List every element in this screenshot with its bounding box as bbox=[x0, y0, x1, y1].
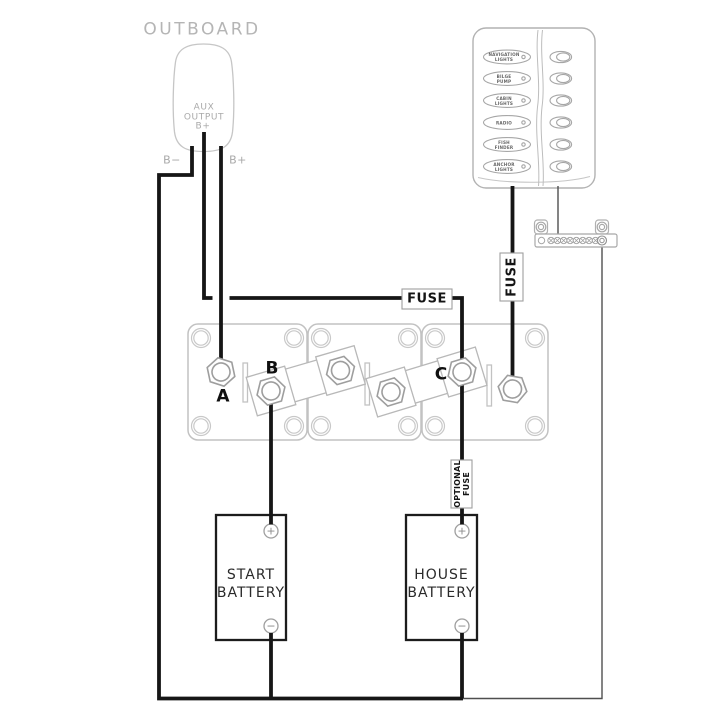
stud-b bbox=[256, 376, 286, 406]
start-neg-symbol: − bbox=[266, 619, 276, 633]
house-battery-line2: BATTERY bbox=[407, 585, 476, 601]
optional-fuse-label: OPTIONAL FUSE bbox=[452, 460, 471, 508]
module-mount-holes bbox=[190, 327, 546, 437]
house-battery-line1: HOUSE bbox=[414, 567, 469, 583]
wire-label-bneg: B− bbox=[163, 153, 181, 167]
start-battery-line2: BATTERY bbox=[216, 585, 286, 601]
rocker-button[interactable] bbox=[549, 50, 573, 173]
stud-c bbox=[447, 356, 477, 388]
cluster-studs bbox=[206, 355, 528, 408]
stud-link1-right bbox=[325, 355, 356, 386]
stud-link2-left bbox=[376, 376, 406, 408]
start-battery-line1: START bbox=[226, 567, 276, 583]
switch-indicator-dot bbox=[521, 54, 526, 169]
aux-label-line1: AUX bbox=[193, 102, 215, 113]
fuse-boxes bbox=[401, 252, 524, 509]
aux-label-line3: B+ bbox=[195, 121, 211, 132]
stud-a bbox=[206, 356, 236, 388]
battery-switch-cluster bbox=[187, 323, 549, 441]
house-pos-symbol: + bbox=[457, 524, 467, 538]
aux-output-wire-a bbox=[202, 132, 213, 300]
wire-label-bpos: B+ bbox=[229, 153, 247, 167]
panel-fuse-label: FUSE bbox=[504, 257, 519, 297]
ground-bus-bar bbox=[533, 219, 618, 248]
aux-output-wire-b bbox=[229, 296, 464, 525]
switch-panel bbox=[472, 27, 596, 189]
terminal-b-label: B bbox=[265, 358, 279, 379]
optional-fuse-box bbox=[450, 459, 473, 509]
terminal-c-label: C bbox=[434, 364, 448, 385]
outboard-title: OUTBOARD bbox=[143, 19, 261, 40]
outboard-neg-wire bbox=[157, 146, 463, 701]
terminal-a-label: A bbox=[216, 386, 230, 407]
ground-wires bbox=[462, 186, 603, 700]
aux-label-line2: OUTPUT bbox=[183, 112, 225, 122]
start-pos-symbol: + bbox=[266, 524, 276, 538]
main-fuse-label: FUSE bbox=[407, 291, 447, 307]
panel-seam bbox=[536, 29, 540, 187]
power-wires bbox=[157, 132, 515, 701]
batteries bbox=[214, 513, 479, 642]
house-neg-symbol: − bbox=[457, 619, 467, 633]
switch-label-radio: RADIO bbox=[495, 120, 513, 125]
switch-label-oval bbox=[482, 49, 532, 174]
bus-bar-output-terminal bbox=[596, 235, 608, 246]
stud-panel-feed bbox=[497, 374, 528, 404]
main-fuse-box bbox=[401, 288, 453, 310]
busbar-to-negative-wire bbox=[462, 246, 603, 700]
panel-fuse-box bbox=[499, 252, 524, 302]
